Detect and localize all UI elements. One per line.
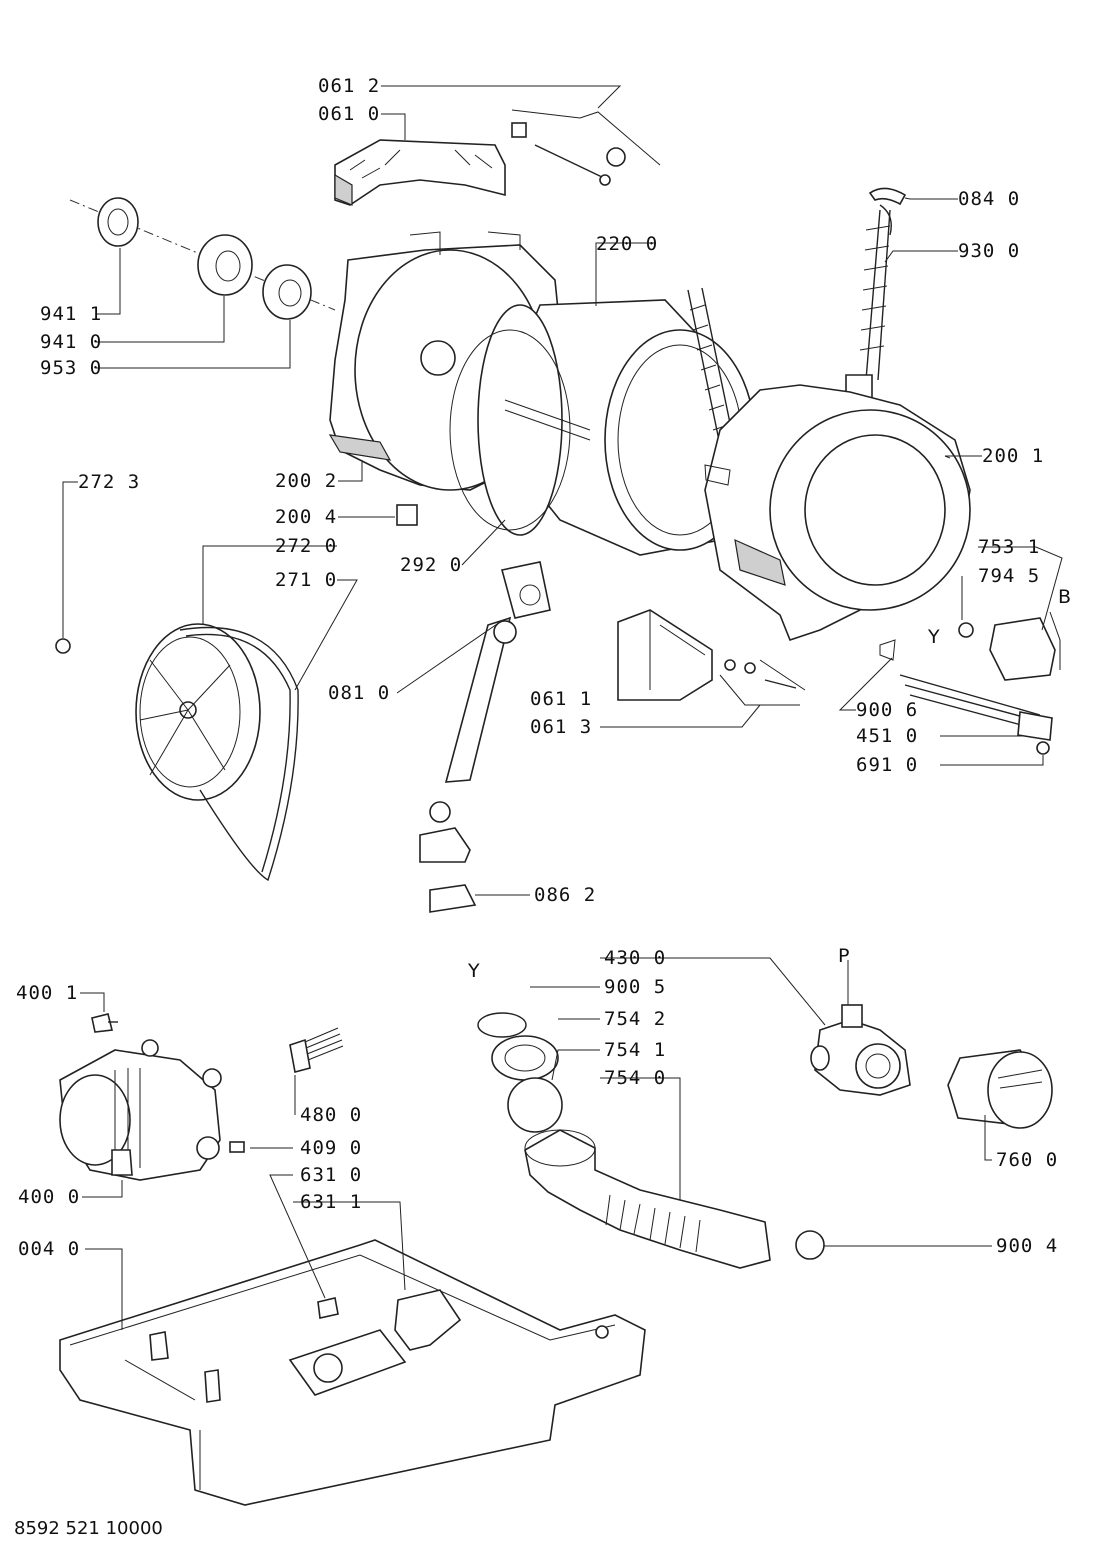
diagram-reference-number: 8592 521 10000 (14, 1518, 163, 1539)
base-frame-part (59, 1239, 646, 1506)
callout-061-2: 061 2 (318, 75, 381, 97)
hose-clamp-part (795, 1230, 825, 1260)
callout-086-2: 086 2 (534, 884, 597, 906)
callout-400-1: 400 1 (16, 982, 79, 1004)
callout-200-2: 200 2 (275, 470, 338, 492)
callout-letter-y-top: Y (928, 626, 940, 648)
callout-leader-lines (62, 85, 1063, 1330)
callout-691-0: 691 0 (856, 754, 919, 776)
callout-753-1: 753 1 (978, 536, 1041, 558)
callout-631-1: 631 1 (300, 1191, 363, 1213)
counterweight-part (334, 139, 506, 206)
bearings-part (69, 197, 336, 320)
callout-953-0: 953 0 (40, 357, 103, 379)
shock-absorber-part (419, 561, 551, 913)
callout-220-0: 220 0 (596, 233, 659, 255)
small-fixings-part (55, 504, 974, 661)
callout-004-0: 004 0 (18, 1238, 81, 1260)
callout-200-1: 200 1 (982, 445, 1045, 467)
pulley-and-belt-part (135, 623, 299, 882)
front-tub-part (704, 384, 971, 641)
callout-930-0: 930 0 (958, 240, 1021, 262)
callout-084-0: 084 0 (958, 188, 1021, 210)
callout-900-5: 900 5 (604, 976, 667, 998)
callout-900-4: 900 4 (996, 1235, 1059, 1257)
sump-hose-part (477, 1012, 771, 1269)
callout-900-6: 900 6 (856, 699, 919, 721)
callout-061-1: 061 1 (530, 688, 593, 710)
callout-941-0: 941 0 (40, 331, 103, 353)
callout-271-0: 271 0 (275, 569, 338, 591)
callout-272-0: 272 0 (275, 535, 338, 557)
callout-631-0: 631 0 (300, 1164, 363, 1186)
motor-part (59, 1013, 245, 1181)
callout-409-0: 409 0 (300, 1137, 363, 1159)
heater-element-part (899, 611, 1061, 755)
callout-272-3: 272 3 (78, 471, 141, 493)
callout-754-1: 754 1 (604, 1039, 667, 1061)
callout-941-1: 941 1 (40, 303, 103, 325)
callout-061-0: 061 0 (318, 103, 381, 125)
pump-filter-part (947, 1049, 1053, 1129)
callout-400-0: 400 0 (18, 1186, 81, 1208)
callout-430-0: 430 0 (604, 947, 667, 969)
callout-480-0: 480 0 (300, 1104, 363, 1126)
drain-pump-part (810, 1004, 911, 1096)
callout-081-0: 081 0 (328, 682, 391, 704)
callout-794-5: 794 5 (978, 565, 1041, 587)
callout-061-3: 061 3 (530, 716, 593, 738)
callout-451-0: 451 0 (856, 725, 919, 747)
callout-754-0: 754 0 (604, 1067, 667, 1089)
connector-part (289, 1027, 344, 1073)
callout-letter-p: P (838, 945, 850, 967)
callout-letter-b: B (1058, 586, 1072, 608)
counterweight-fixing-part (511, 109, 661, 186)
callout-754-2: 754 2 (604, 1008, 667, 1030)
front-counterweight-part (617, 609, 806, 706)
callout-760-0: 760 0 (996, 1149, 1059, 1171)
callout-292-0: 292 0 (400, 554, 463, 576)
callout-letter-y-bottom: Y (468, 960, 480, 982)
callout-200-4: 200 4 (275, 506, 338, 528)
